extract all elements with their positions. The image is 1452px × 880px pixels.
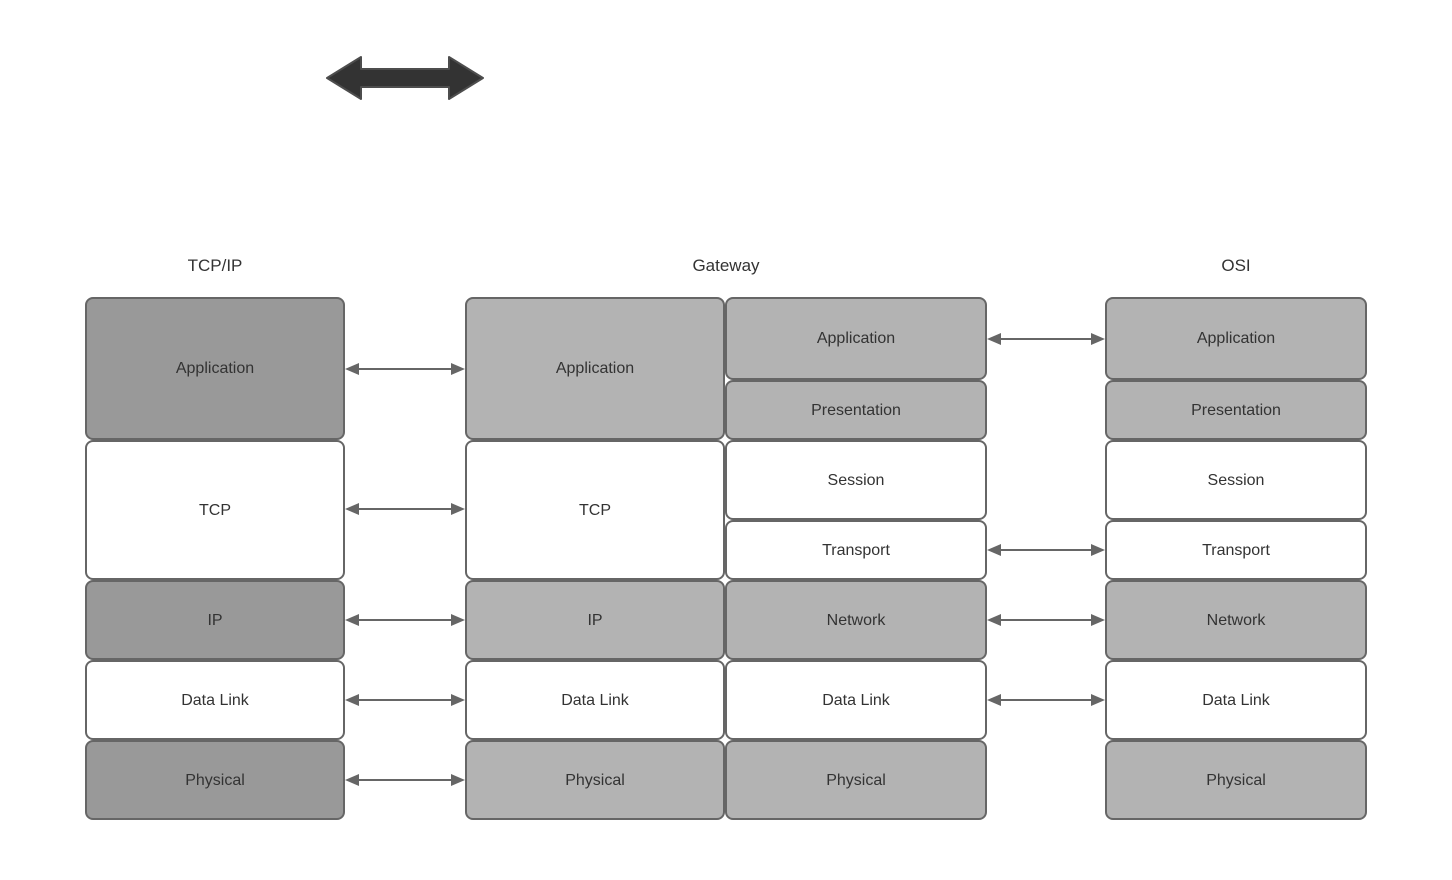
connector-tcpip-gateway-physical <box>345 771 465 789</box>
tcpip-layer-application[interactable]: Application <box>85 297 345 440</box>
gateway-right-layer-network[interactable]: Network <box>725 580 987 660</box>
gateway-left-layer-physical[interactable]: Physical <box>465 740 725 820</box>
gateway-left-layer-ip[interactable]: IP <box>465 580 725 660</box>
osi-layer-physical[interactable]: Physical <box>1105 740 1367 820</box>
osi-layer-presentation[interactable]: Presentation <box>1105 380 1367 440</box>
connector-gateway-osi-network <box>987 611 1105 629</box>
gateway-left-layer-data-link[interactable]: Data Link <box>465 660 725 740</box>
gateway-right-layer-physical[interactable]: Physical <box>725 740 987 820</box>
gateway-left-layer-application[interactable]: Application <box>465 297 725 440</box>
osi-layer-data-link[interactable]: Data Link <box>1105 660 1367 740</box>
double-headed-arrow-icon <box>325 52 485 104</box>
osi-layer-application[interactable]: Application <box>1105 297 1367 380</box>
osi-layer-session[interactable]: Session <box>1105 440 1367 520</box>
gateway-right-layer-session[interactable]: Session <box>725 440 987 520</box>
gateway-right-layer-presentation[interactable]: Presentation <box>725 380 987 440</box>
tcpip-layer-ip[interactable]: IP <box>85 580 345 660</box>
connector-gateway-osi-data-link <box>987 691 1105 709</box>
connector-gateway-osi-application <box>987 330 1105 348</box>
osi-layer-transport[interactable]: Transport <box>1105 520 1367 580</box>
gateway-right-layer-data-link[interactable]: Data Link <box>725 660 987 740</box>
tcpip-layer-tcp[interactable]: TCP <box>85 440 345 580</box>
column-header-gateway: Gateway <box>692 256 760 275</box>
tcpip-layer-data-link[interactable]: Data Link <box>85 660 345 740</box>
tcpip-layer-physical[interactable]: Physical <box>85 740 345 820</box>
gateway-right-layer-application[interactable]: Application <box>725 297 987 380</box>
gateway-right-layer-transport[interactable]: Transport <box>725 520 987 580</box>
column-header-tcpip: TCP/IP <box>187 256 243 275</box>
connector-tcpip-gateway-application <box>345 360 465 378</box>
connector-gateway-osi-transport <box>987 541 1105 559</box>
connector-tcpip-gateway-ip <box>345 611 465 629</box>
connector-tcpip-gateway-data-link <box>345 691 465 709</box>
gateway-left-layer-tcp[interactable]: TCP <box>465 440 725 580</box>
connector-tcpip-gateway-tcp <box>345 500 465 518</box>
column-header-osi: OSI <box>1221 256 1251 275</box>
osi-layer-network[interactable]: Network <box>1105 580 1367 660</box>
